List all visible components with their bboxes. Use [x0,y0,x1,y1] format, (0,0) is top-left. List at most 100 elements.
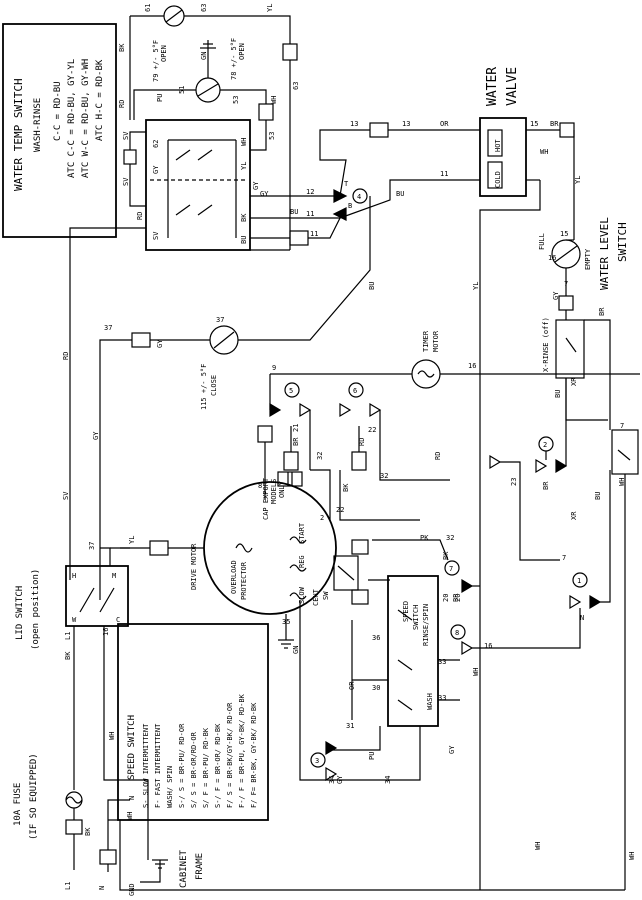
bottom-l1: L1 [64,882,72,890]
water-temp-switch-legend: WATER TEMP SWITCH WASH-RINSE C-C = RD-BU… [2,23,117,238]
bottom-n-1: N [98,886,106,890]
terminal-13b: 13 [402,120,410,128]
speed-switch-wash: WASH [426,693,434,710]
terminal-32b: 32 [380,472,388,480]
gn-label: GN [200,52,208,60]
terminal-37b: 37 [104,324,112,332]
wire-yl-3: YL [574,176,582,184]
valve-title-1: WATER [485,67,500,106]
wire-rd-2: RD [136,212,144,220]
level-title-2: SWITCH [616,222,629,262]
speed-legend-7: F/ S = BR-BK/GY-BK/ RD-OR [226,702,234,808]
wire-gy-8: GY [336,775,344,784]
motor-slow: SLOW [298,586,306,604]
terminal-53: 53 [232,96,240,104]
speed-switch-1: SPEED [402,601,410,622]
bottom-gnd: GND [128,883,136,896]
x-rinse-label: X-RINSE (off) [542,317,550,372]
wire-bu-3: BU [396,190,404,198]
lid-m: M [112,572,116,580]
thermostat-79: 61 63 79 +/- 5°F OPEN [130,4,220,82]
water-level-switch: FULL EMPTY WATER LEVEL SWITCH 15 16 7 GY [538,217,629,320]
wire-wh-4: WH [618,478,626,486]
legend-line-3: ATC H-C = RD-BK [95,59,105,141]
motor-protector-2: PROTECTOR [240,561,248,600]
wire-bu-2: BU [290,208,298,216]
terminal-37a: 37 [216,316,224,324]
terminal-11c: 11 [440,170,448,178]
terminal-23: 23 [510,478,518,486]
t79-label: 79 +/- 5°F [152,40,160,82]
terminal-62: 62 [152,140,160,148]
speed-legend-0: S- SLOW INTERMITTENT [142,723,150,808]
terminal-8b: 8 [455,629,459,637]
wire-br-5: BR [542,481,550,490]
lid-title-1: LID SWITCH [15,586,25,640]
wire-sv-4: SV [62,491,70,500]
motor-protector-1: OVERLOAD [230,560,238,594]
t78-label: 78 +/- 5°F [230,38,238,80]
wire-rd-5: RD [434,452,442,460]
water-temp-switch: 62 SV SV GY RD SV WH YL GY BK BU [122,119,260,251]
speed-legend-8: F-/ F = BR-PU, GY-BK/ RD-BK [238,693,246,808]
terminal-11a: 11 [306,210,314,218]
speed-legend-5: S/ F = BR-PU/ RD-BK [202,727,210,808]
wire-wh-7: WH [628,852,636,860]
wire-wh-8: WH [108,732,116,740]
wire-sv-2: SV [122,177,130,186]
wire-gy-4: GY [552,291,560,300]
lid-w: W [72,616,77,624]
fuse-title-2: (IF SO EQUIPPED) [29,753,39,840]
wire-yl-2: YL [240,162,248,170]
valve-hot: HOT [494,139,502,152]
wire-br-1: BR [550,120,559,128]
wire-bu-6: BU [594,492,602,500]
wire-vh-3: WH [540,148,548,156]
terminal-21a: 21 [292,424,300,432]
wire-rd-1: RD [118,100,126,108]
t79-open: OPEN [160,45,168,62]
motor-title: DRIVE MOTOR [190,543,198,590]
timer-label-1: TIMER [422,330,430,352]
wire-63: 63 [292,82,300,90]
drive-motor: DRIVE MOTOR OVERLOAD PROTECTOR START REG… [190,481,369,654]
terminal-34b: 34 [384,776,392,784]
wire-yl-1: YL [266,4,274,12]
wire-vh-1: WH [270,96,278,104]
wire-sv-3: SV [152,231,160,240]
speed-switch-3: RINSE/SPIN [422,604,430,646]
valve-cold: COLD [494,171,502,188]
terminal-37c: 37 [88,542,96,550]
cap-line-1: CAP EXPORT [262,477,270,520]
thermostat-78: GN 78 +/- 5°F OPEN 51 53 [178,38,246,104]
timer-label-2: MOTOR [432,330,440,352]
level-full: FULL [538,233,546,250]
terminal-4: 4 [357,193,361,201]
terminal-63: 63 [200,4,208,12]
terminal-16a: 16 [548,254,556,262]
wire-t-1: T [344,180,349,188]
lid-switch: LID SWITCH (open position) H W C M L1 BK… [15,547,149,860]
terminal-22a: 22 [368,426,376,434]
terminal-34a: 34 [328,776,336,784]
terminal-2b: 2 [543,441,547,449]
wire-bk-3: BK [342,483,350,492]
terminal-9: 9 [272,364,276,372]
speed-legend-1: F- FAST INTERMITTENT [154,723,162,808]
wire-gy-5: GY [156,339,164,348]
wire-rd-4: RD [358,438,366,446]
wire-xr-1: XR [570,377,578,386]
speed-legend-title: SPEED SWITCH [127,715,137,780]
wire-or-1: OR [440,120,449,128]
terminal-15: 15 [530,120,538,128]
legend-title: WATER TEMP SWITCH [12,78,25,191]
terminal-13a: 13 [350,120,358,128]
terminal-7c: 7 [449,565,453,573]
terminal-group-5-6: 5 6 22 BR RD 21 [257,374,382,500]
terminal-61: 61 [144,4,152,12]
wire-gy-7: GY [448,745,456,754]
terminal-11b: 11 [310,230,318,238]
wire-rd-3: RD [62,352,70,360]
cabinet-1: CABINET [179,849,189,888]
